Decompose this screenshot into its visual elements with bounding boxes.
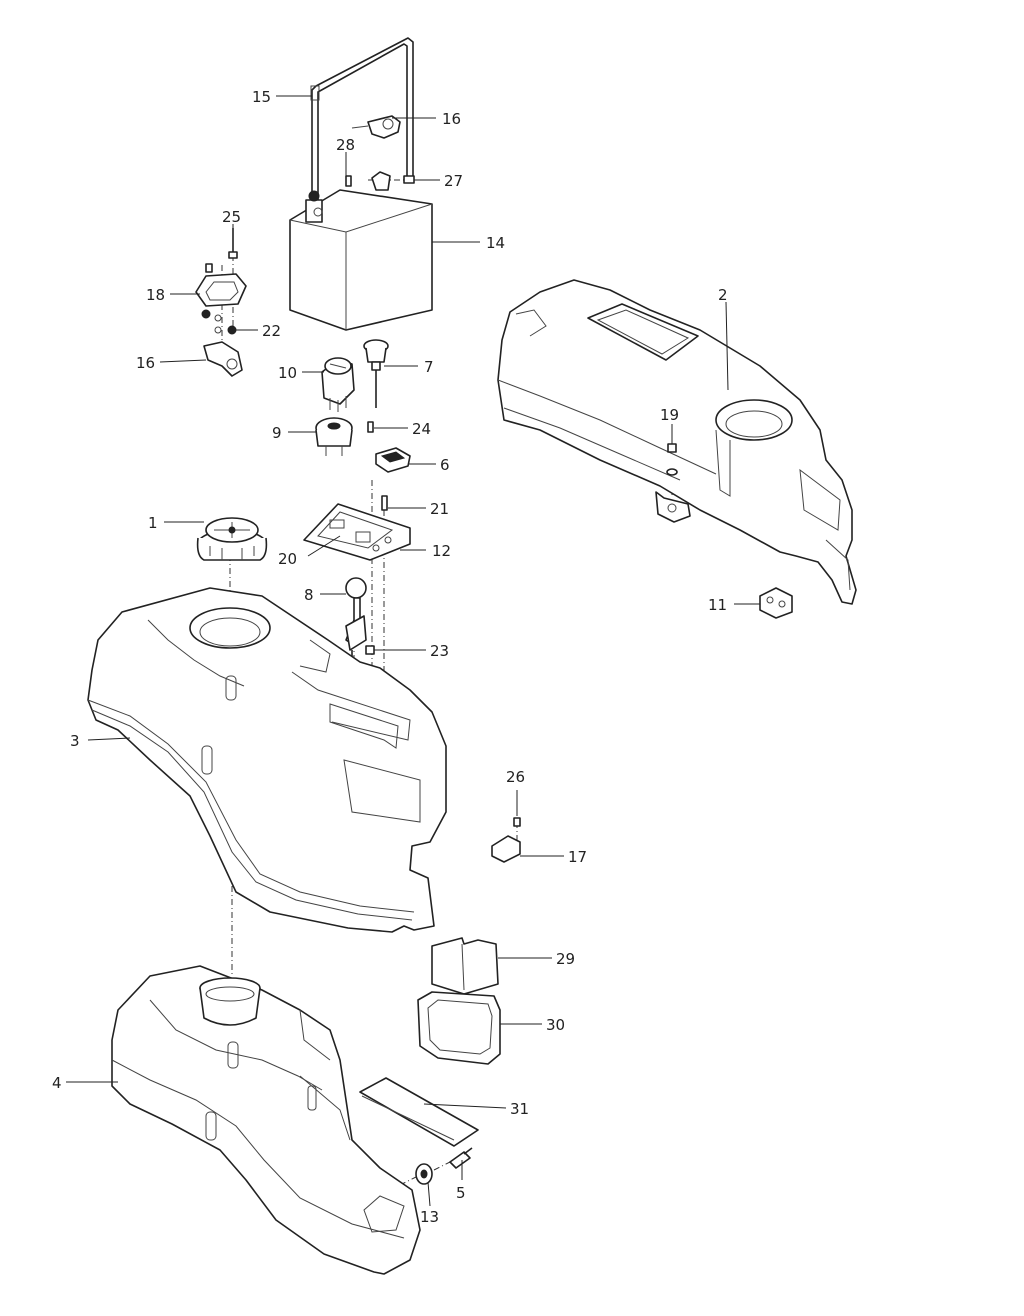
- battery-hold-down-rod: [310, 37, 414, 201]
- callout-2: 2: [718, 286, 728, 304]
- callout-21: 21: [430, 500, 449, 518]
- ignition-switch: [321, 357, 355, 412]
- callout-19: 19: [660, 406, 679, 424]
- seat-switch: [759, 587, 793, 619]
- callout-15: 15: [252, 88, 271, 106]
- diode-connector: [491, 817, 521, 863]
- nut-23: [365, 645, 375, 655]
- fuel-fitting: [449, 1147, 473, 1169]
- callout-20: 20: [278, 550, 297, 568]
- callout-labels: 15 16 28 27 14 25 18 22 16 10 7 9 24 6 2…: [52, 88, 728, 1226]
- callout-10: 10: [278, 364, 297, 382]
- callout-26: 26: [506, 768, 525, 786]
- fuel-cap: [196, 517, 268, 561]
- callout-11: 11: [708, 596, 727, 614]
- callout-4: 4: [52, 1074, 62, 1092]
- callout-23: 23: [430, 642, 449, 660]
- cup-holder-frame: [417, 991, 501, 1065]
- callout-30: 30: [546, 1016, 565, 1034]
- fuel-tank: [111, 965, 421, 1275]
- mounting-plate: [303, 503, 411, 561]
- pto-switch: [315, 417, 353, 456]
- callout-8: 8: [304, 586, 314, 604]
- control-knob: [363, 339, 389, 408]
- callout-3: 3: [70, 732, 80, 750]
- callout-17: 17: [568, 848, 587, 866]
- callout-25: 25: [222, 208, 241, 226]
- callout-14: 14: [486, 234, 505, 252]
- callout-13: 13: [420, 1208, 439, 1226]
- callout-12: 12: [432, 542, 451, 560]
- callout-31: 31: [510, 1100, 529, 1118]
- battery-terminal-screws: [345, 171, 415, 191]
- starter-relay: [195, 228, 247, 335]
- screw-21: [381, 495, 388, 511]
- heat-shield: [359, 1077, 479, 1147]
- terminal-connector-left: [203, 341, 243, 377]
- screw-24: [367, 421, 374, 433]
- grommet: [415, 1163, 433, 1185]
- leader-lines: [66, 95, 760, 1207]
- callout-24: 24: [412, 420, 431, 438]
- nut-19: [666, 443, 678, 476]
- callout-5: 5: [456, 1184, 466, 1202]
- callout-22: 22: [262, 322, 281, 340]
- callout-18: 18: [146, 286, 165, 304]
- left-fender-cover: [87, 587, 447, 933]
- callout-9: 9: [272, 424, 282, 442]
- battery: [289, 189, 433, 331]
- callout-16-left: 16: [136, 354, 155, 372]
- cup-holder-insert: [431, 937, 499, 995]
- callout-7: 7: [424, 358, 434, 376]
- callout-16-top: 16: [442, 110, 461, 128]
- callout-29: 29: [556, 950, 575, 968]
- callout-27: 27: [444, 172, 463, 190]
- callout-1: 1: [148, 514, 158, 532]
- throttle-lever: [345, 577, 367, 666]
- right-fender-cover: [497, 279, 857, 605]
- terminal-connector-top: [351, 115, 401, 139]
- callout-6: 6: [440, 456, 450, 474]
- callout-28: 28: [336, 136, 355, 154]
- hour-meter: [375, 447, 411, 473]
